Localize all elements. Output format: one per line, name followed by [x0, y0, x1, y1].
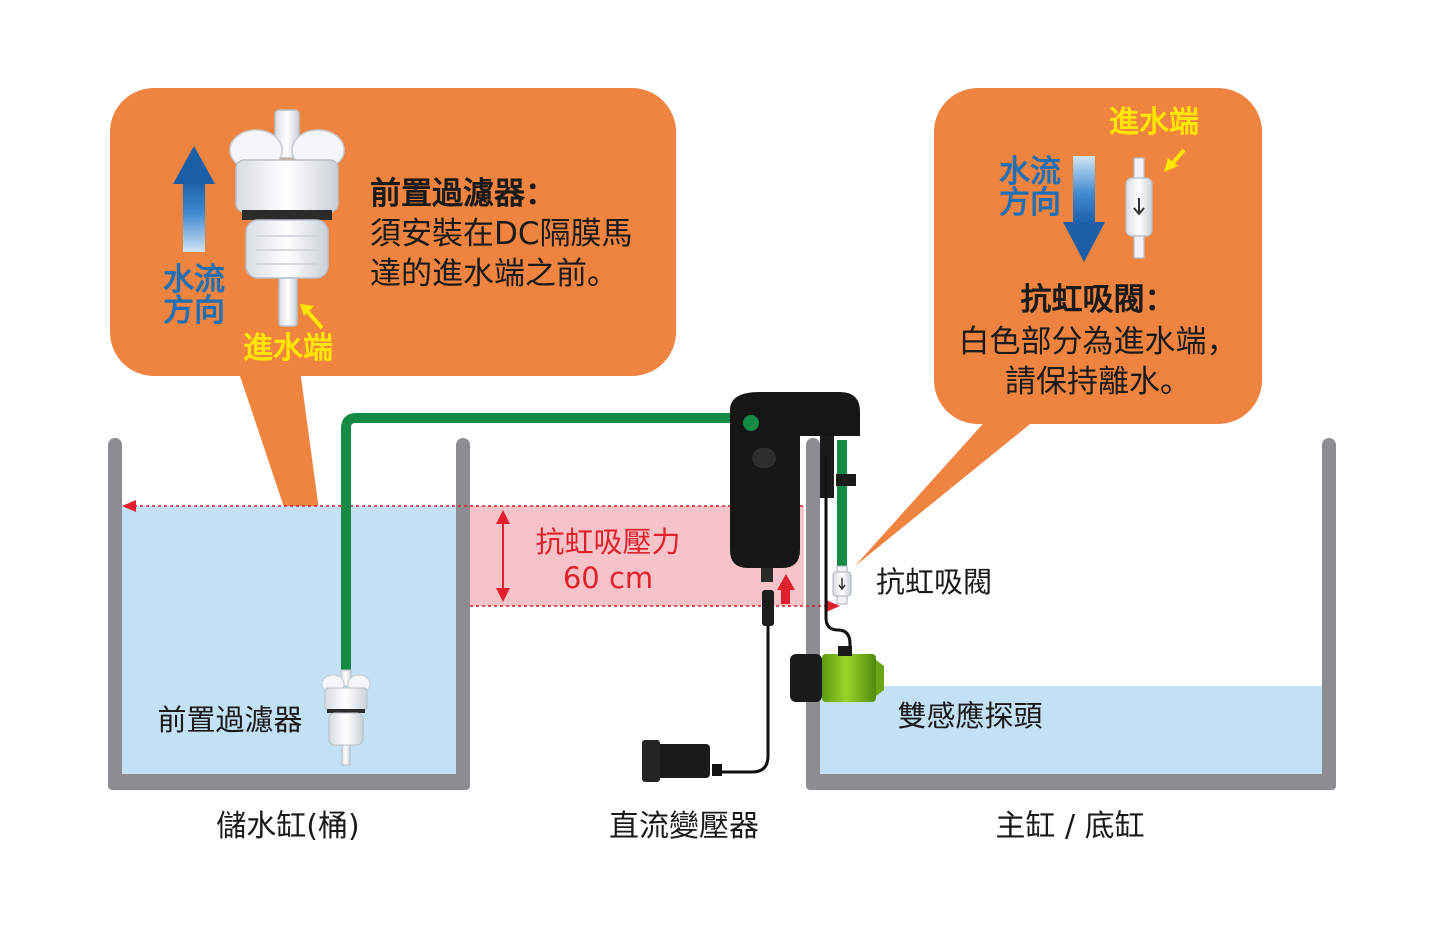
pump-switch	[752, 448, 776, 468]
anti-siphon-valve-icon	[832, 565, 852, 605]
flow-down-arrow-icon	[1063, 156, 1105, 262]
callout-valve: 進水端 水流 方向 抗虹吸閥： 白色部分為進水端， 請保持離水。	[855, 88, 1262, 566]
inlet-pointer-icon	[1170, 148, 1186, 166]
level-arrow-right-icon	[826, 600, 840, 612]
height-arrow-top-icon	[496, 510, 510, 524]
flow-direction-text-2: 方向	[163, 293, 225, 329]
inlet-label: 進水端	[1109, 105, 1199, 140]
power-cable	[712, 626, 770, 774]
prefilter-callout-title: 前置過濾器：	[370, 176, 556, 212]
inlet-label: 進水端	[243, 331, 333, 366]
prefilter-large-icon	[229, 109, 345, 327]
prefilter-small-icon	[321, 669, 371, 766]
valve-callout-desc-1: 白色部分為進水端，	[959, 324, 1238, 360]
pressure-label: 抗虹吸壓力	[535, 525, 680, 559]
main-tank	[806, 438, 1336, 790]
prefilter-label: 前置過濾器	[157, 703, 302, 737]
power-adapter-icon	[642, 740, 722, 782]
pressure-value: 60 cm	[563, 561, 653, 595]
power-plug	[761, 568, 773, 582]
main-tank-label: 主缸 / 底缸	[995, 809, 1144, 844]
pump-clip	[836, 474, 856, 486]
flow-up-arrow-icon	[173, 146, 215, 252]
inlet-pointer-icon	[306, 310, 324, 330]
sensor-cable	[824, 456, 852, 654]
reservoir-tank	[108, 438, 470, 790]
flow-direction-text-1: 水流	[163, 262, 225, 298]
up-arrow-icon	[781, 588, 790, 604]
valve-large-icon	[1125, 157, 1153, 259]
level-arrow-left-icon	[122, 500, 136, 512]
valve-label: 抗虹吸閥	[876, 565, 992, 599]
prefilter-callout-desc-2: 達的進水端之前。	[370, 256, 618, 292]
valve-callout-title: 抗虹吸閥：	[1021, 282, 1176, 318]
sensor-label: 雙感應探頭	[897, 699, 1042, 733]
callout-tail	[855, 416, 1040, 566]
valve-callout-desc-2: 請保持離水。	[1005, 364, 1191, 400]
reservoir-label: 儲水缸(桶)	[216, 809, 359, 844]
dc-pump	[730, 392, 860, 626]
dual-sensor-probe-icon	[790, 646, 884, 702]
adapter-label: 直流變壓器	[609, 809, 759, 844]
main-tank-water	[820, 686, 1322, 774]
callout-prefilter: 水流 方向 進水端 前置過濾器： 須安裝在DC隔膜馬 達的進水端之前。	[110, 88, 676, 680]
flow-direction-text-1: 水流	[999, 154, 1061, 190]
flow-direction-text-2: 方向	[999, 185, 1061, 221]
height-arrow-bottom-icon	[496, 588, 510, 602]
callout-bubble	[934, 88, 1262, 424]
pump-inlet-port	[743, 415, 759, 431]
prefilter-callout-desc-1: 須安裝在DC隔膜馬	[370, 216, 633, 252]
intake-tube	[341, 413, 752, 684]
reservoir-water	[122, 506, 456, 774]
